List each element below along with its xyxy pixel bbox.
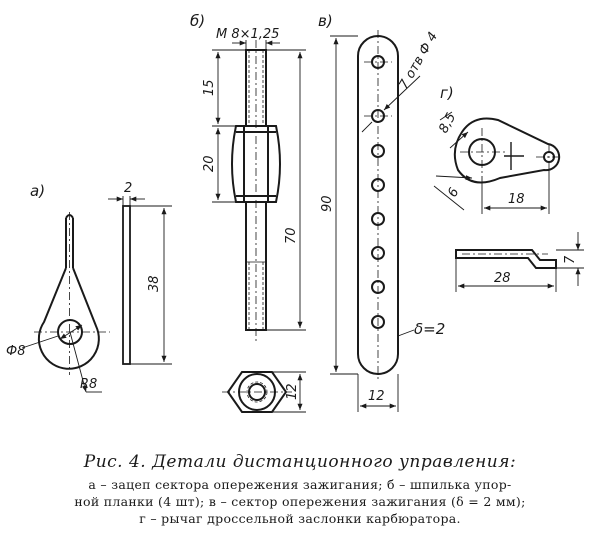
caption-line-2: ной планки (4 шт); в – сектор опережения…	[74, 494, 526, 509]
dim-v-90: 90	[320, 195, 335, 212]
technical-drawing: а) б) в) г) Ф8 R8 2 38 M 8×1,25 15 20 70…	[6, 12, 584, 413]
dim-a-thickness: 2	[124, 181, 132, 196]
part-a-hook	[37, 214, 100, 370]
label-b: б)	[190, 12, 205, 30]
dim-a-r8: R8	[80, 377, 97, 392]
part-v-centerline	[364, 30, 392, 380]
dim-a-phi8: Ф8	[6, 344, 25, 359]
label-v: в)	[318, 12, 333, 30]
caption-line-1: а – зацеп сектора опережения зажигания; …	[88, 477, 512, 492]
part-b-nut-dims	[222, 371, 306, 413]
caption-title: Рис. 4. Детали дистанционного управления…	[83, 452, 517, 472]
dim-b-70: 70	[284, 227, 299, 244]
dim-v-12: 12	[368, 389, 385, 404]
figure-caption: Рис. 4. Детали дистанционного управления…	[0, 452, 600, 527]
dim-v-holes: 7 отв Ф 4	[396, 30, 441, 92]
dim-g-28: 28	[494, 271, 511, 286]
dim-g-6: 6	[445, 186, 462, 200]
label-g: г)	[440, 84, 454, 102]
dim-v-delta: δ=2	[414, 320, 445, 338]
part-a-side-view	[122, 205, 131, 365]
part-g-centerlines	[460, 128, 562, 176]
dim-b-15: 15	[202, 79, 217, 96]
part-a-side-dims	[108, 196, 172, 365]
dim-b-12: 12	[285, 383, 300, 400]
dim-a-length: 38	[147, 275, 162, 292]
label-a: а)	[30, 182, 45, 200]
dim-b-20: 20	[202, 155, 217, 172]
part-v-dimensions	[330, 35, 421, 412]
part-g-dimensions	[433, 111, 550, 214]
part-g-lever	[453, 117, 561, 184]
part-g-side-dims	[455, 232, 584, 292]
dim-b-thread: M 8×1,25	[216, 27, 279, 42]
part-b-threads	[246, 50, 266, 330]
part-b-dimensions	[212, 40, 306, 331]
dim-g-85: 8,5	[436, 111, 459, 136]
dim-g-18: 18	[508, 192, 525, 207]
part-a-dimensions	[21, 324, 102, 393]
dim-g-7: 7	[563, 255, 578, 264]
caption-line-3: г – рычаг дроссельной заслонки карбюрато…	[139, 511, 461, 526]
part-g-hatch	[504, 142, 524, 170]
part-g-side-view	[455, 249, 557, 269]
